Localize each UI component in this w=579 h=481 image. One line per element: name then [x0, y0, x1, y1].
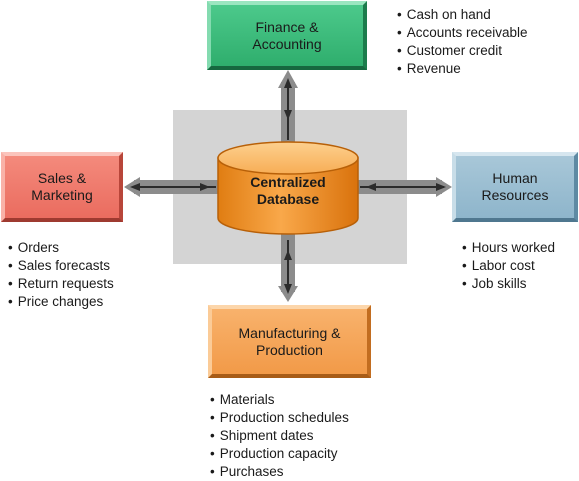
sales-marketing-label: Sales & Marketing	[31, 170, 93, 203]
list-item: Return requests	[8, 275, 114, 293]
arrow-to-manufacturing	[278, 232, 298, 302]
list-item: Sales forecasts	[8, 257, 114, 275]
database-cylinder	[217, 141, 359, 235]
list-item: Production schedules	[210, 409, 349, 427]
hr-data-list: Hours worked Labor cost Job skills	[462, 239, 555, 293]
arrow-to-sales	[124, 177, 220, 197]
manufacturing-production-box: Manufacturing & Production	[208, 305, 371, 378]
list-item: Labor cost	[462, 257, 555, 275]
manufacturing-data-list: Materials Production schedules Shipment …	[210, 391, 349, 481]
finance-accounting-label: Finance & Accounting	[252, 18, 322, 52]
human-resources-box: Human Resources	[452, 152, 578, 222]
arrow-to-hr	[356, 177, 452, 197]
list-item: Accounts receivable	[397, 24, 528, 42]
list-item: Customer credit	[397, 42, 528, 60]
list-item: Materials	[210, 391, 349, 409]
list-item: Shipment dates	[210, 427, 349, 445]
finance-data-list: Cash on hand Accounts receivable Custome…	[397, 6, 528, 78]
centralized-database-label: Centralized Database	[250, 174, 326, 207]
human-resources-label: Human Resources	[481, 170, 549, 203]
list-item: Revenue	[397, 60, 528, 78]
list-item: Orders	[8, 239, 114, 257]
sales-data-list: Orders Sales forecasts Return requests P…	[8, 239, 114, 311]
finance-accounting-box: Finance & Accounting	[207, 1, 367, 70]
list-item: Hours worked	[462, 239, 555, 257]
list-item: Job skills	[462, 275, 555, 293]
list-item: Price changes	[8, 293, 114, 311]
list-item: Purchases	[210, 463, 349, 481]
arrow-to-finance	[278, 70, 298, 142]
sales-marketing-box: Sales & Marketing	[1, 152, 123, 222]
list-item: Production capacity	[210, 445, 349, 463]
manufacturing-production-label: Manufacturing & Production	[238, 324, 341, 358]
list-item: Cash on hand	[397, 6, 528, 24]
